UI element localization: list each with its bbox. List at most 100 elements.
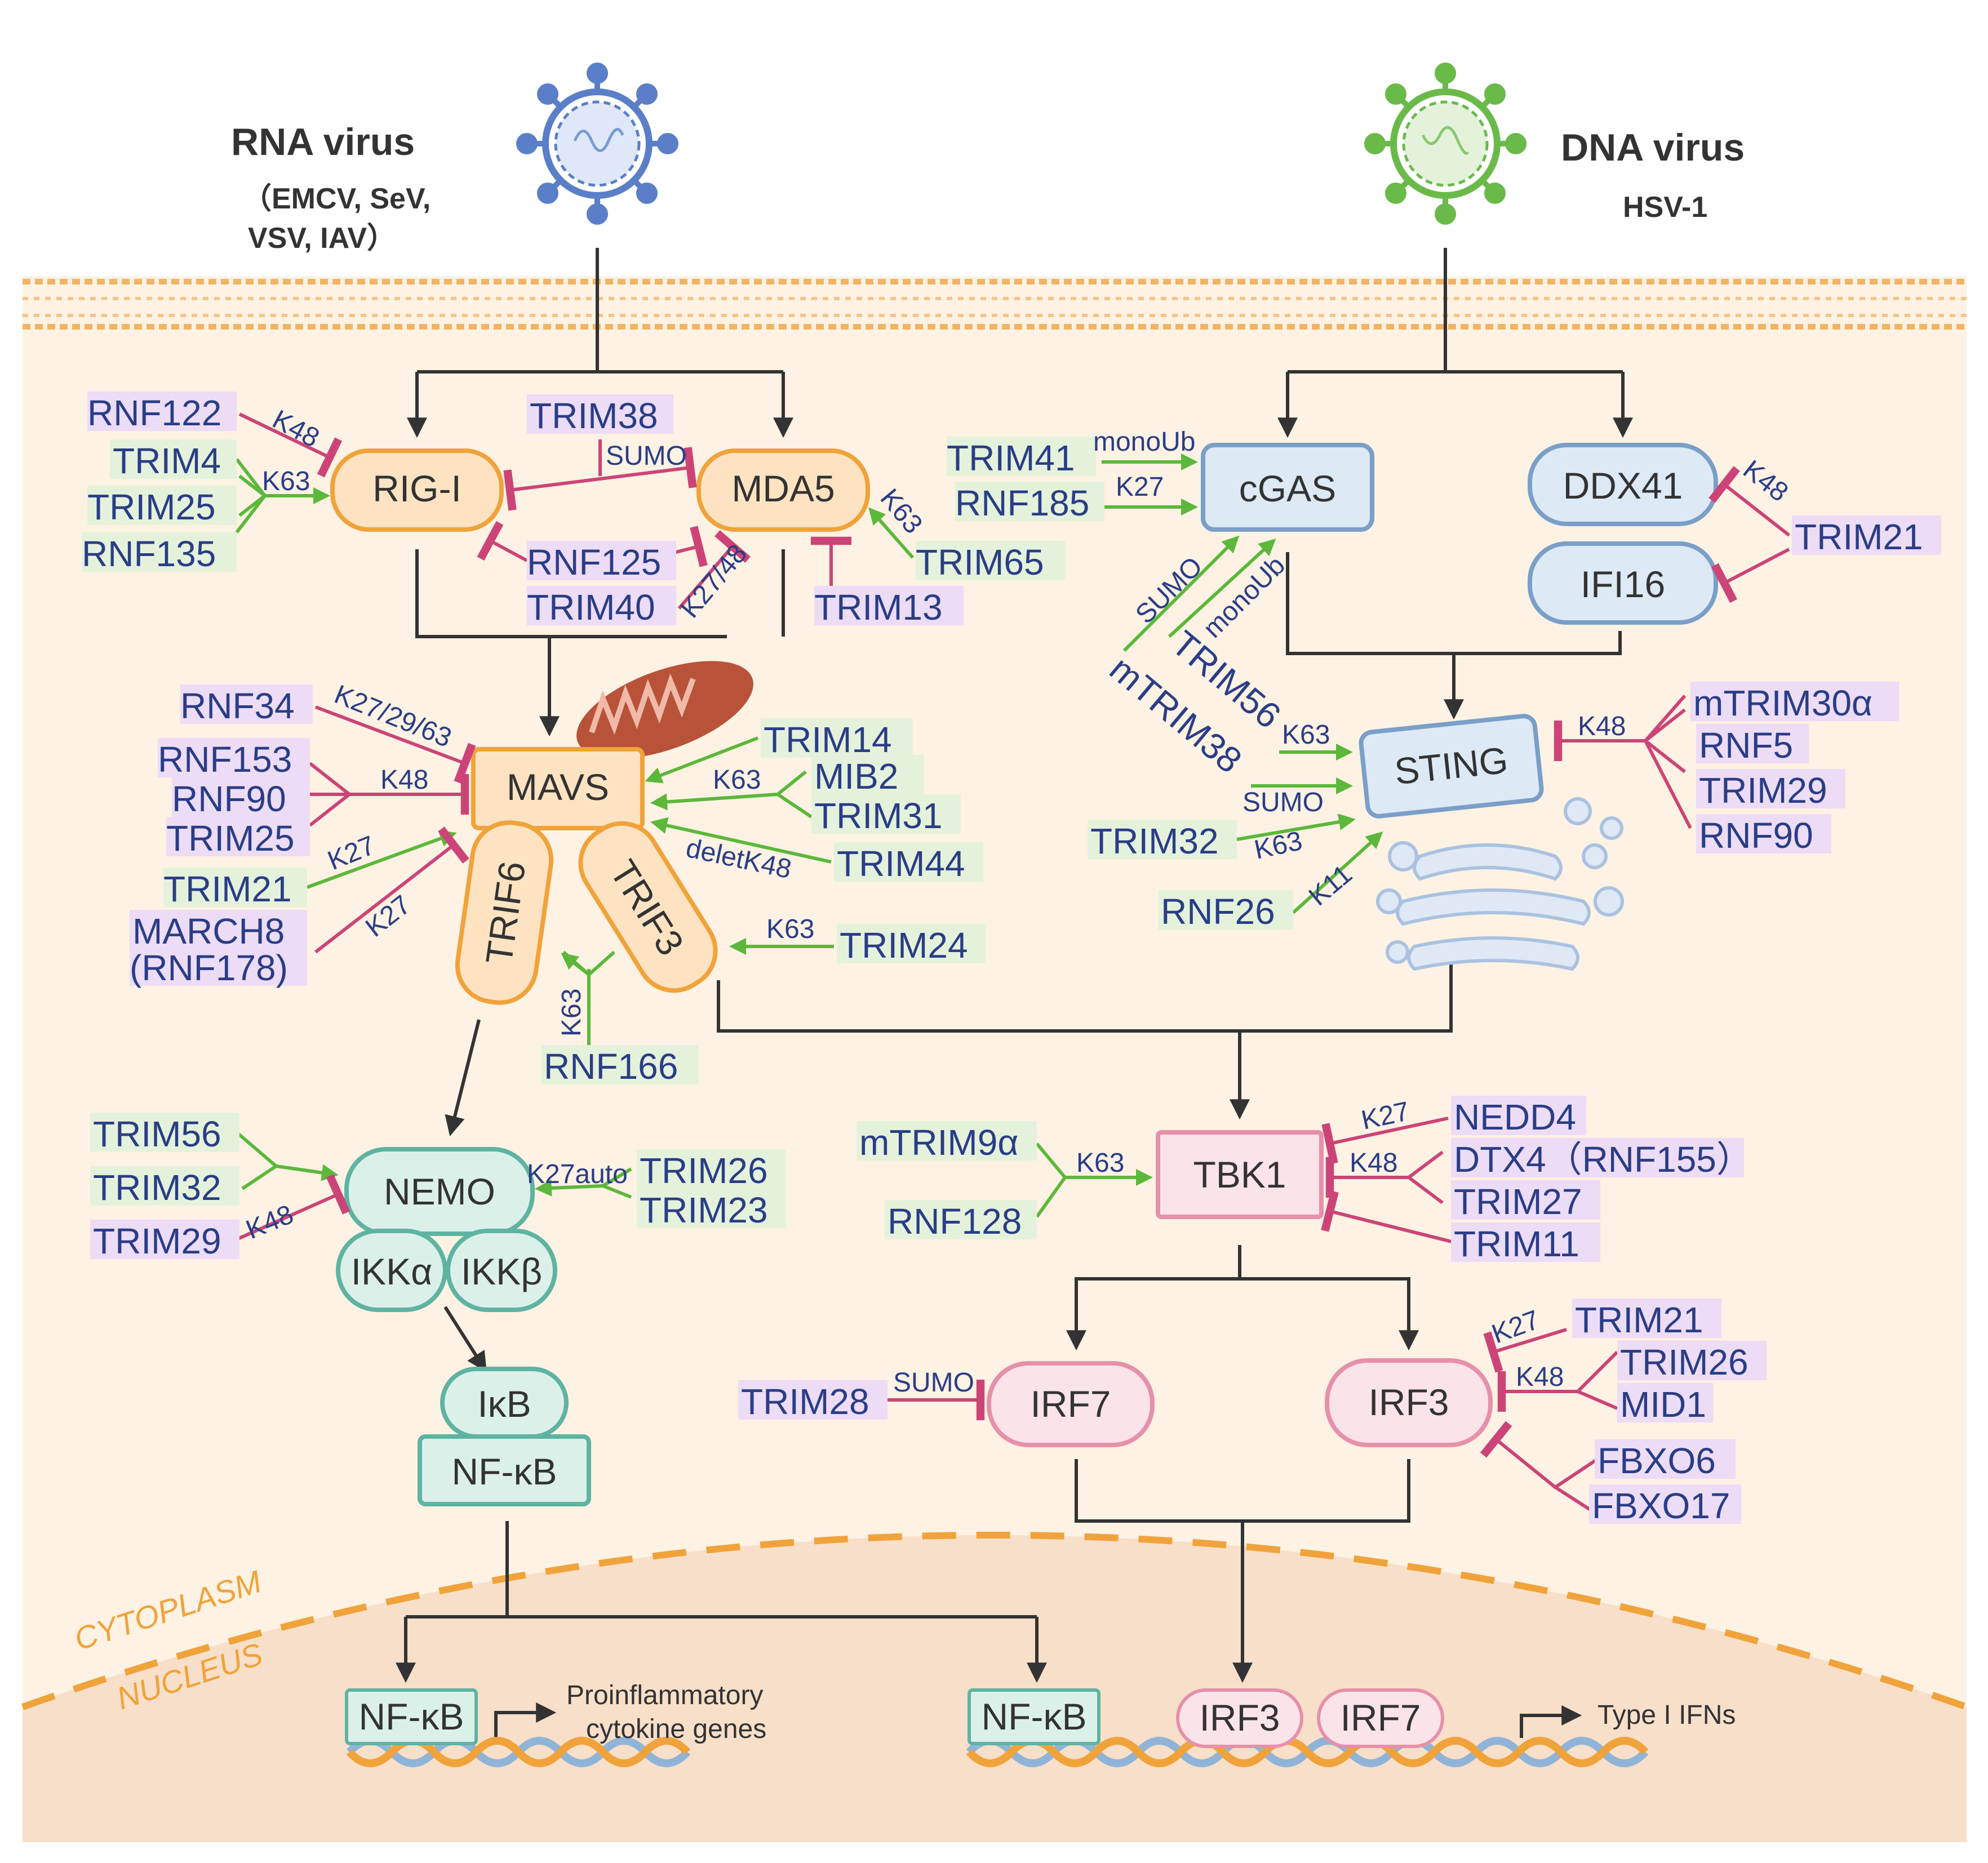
nucleus-nfkb-1 <box>345 1688 478 1745</box>
reg-trim21-mavs: TRIM21 <box>163 869 292 909</box>
reg-trim26-nemo: TRIM26 <box>640 1150 768 1191</box>
rna-virus-subtitle-2: VSV, IAV） <box>248 222 396 255</box>
ikkb-node <box>446 1229 557 1312</box>
reg-trim32-sting: TRIM32 <box>1090 821 1219 861</box>
sting-node <box>1359 714 1544 819</box>
reg-trim25-rigi: TRIM25 <box>87 487 216 527</box>
reg-rnf90-mavs: RNF90 <box>172 779 286 819</box>
mod-k63-rnf166: K63 <box>557 989 587 1037</box>
dna-virus-title: DNA virus <box>1561 126 1745 169</box>
mod-k63-tbk1: K63 <box>1076 1148 1124 1178</box>
trif3-node <box>578 821 718 993</box>
reg-trim32-nemo: TRIM32 <box>93 1167 221 1208</box>
nucleus-irf7 <box>1317 1688 1444 1748</box>
reg-trim23: TRIM23 <box>640 1190 768 1230</box>
nucleus-irf3 <box>1176 1688 1303 1748</box>
reg-rnf34: RNF34 <box>180 686 295 726</box>
dna-virus-subtitle: HSV-1 <box>1623 191 1707 224</box>
er-golgi-icon <box>1376 797 1624 971</box>
reg-trim44: TRIM44 <box>837 843 965 884</box>
reg-mtrim9a: mTRIM9α <box>859 1122 1018 1163</box>
irf7-node <box>987 1361 1155 1447</box>
rig-i-label: RIG-I <box>372 468 462 509</box>
nucleus-nfkb-2 <box>968 1688 1100 1745</box>
reg-trim21-irf3: TRIM21 <box>1575 1300 1703 1340</box>
trif6-node <box>455 820 554 1005</box>
reg-trim4: TRIM4 <box>113 441 221 481</box>
rna-virus-icon <box>516 63 678 225</box>
tbk1-node <box>1156 1130 1324 1219</box>
reg-trim38: TRIM38 <box>530 395 658 436</box>
reg-dtx4: DTX4（RNF155） <box>1454 1139 1752 1180</box>
nucleus-nfkb-1-label: NF-κB <box>359 1696 464 1737</box>
reg-trim21-ddx41: TRIM21 <box>1795 517 1923 557</box>
mod-k48-sting: K48 <box>1578 712 1626 741</box>
mda5-node <box>696 448 870 532</box>
nucleus-irf3-label: IRF3 <box>1199 1697 1280 1738</box>
irf3-node <box>1325 1358 1493 1447</box>
reg-rnf125: RNF125 <box>527 542 661 583</box>
mod-k27-rnf185: K27 <box>1116 472 1164 502</box>
reg-mib2: MIB2 <box>814 756 898 797</box>
reg-trim25-mavs: TRIM25 <box>166 818 295 859</box>
mitochondrion-icon <box>576 661 753 759</box>
mod-k63-rigi: K63 <box>262 466 310 496</box>
ikka-node <box>336 1229 447 1312</box>
proinflammatory-label-1: Proinflammatory <box>566 1680 763 1710</box>
mavs-node <box>471 747 645 830</box>
nfkb-node <box>418 1434 591 1506</box>
reg-fbxo6: FBXO6 <box>1598 1440 1716 1481</box>
rna-virus-subtitle-1: （EMCV, SeV, <box>242 183 431 215</box>
reg-mid1: MID1 <box>1620 1384 1706 1425</box>
regulator-highlights <box>82 392 1941 1524</box>
type-i-ifn-label: Type I IFNs <box>1598 1700 1736 1730</box>
reg-trim28: TRIM28 <box>741 1381 869 1422</box>
ikkb-label: IKKβ <box>461 1251 542 1292</box>
mod-k48-tbk1: K48 <box>1350 1148 1397 1178</box>
reg-trim31: TRIM31 <box>814 795 943 836</box>
reg-rnf153: RNF153 <box>158 739 292 780</box>
reg-trim26-irf3: TRIM26 <box>1620 1342 1749 1382</box>
mda5-label: MDA5 <box>731 468 835 509</box>
flow-arrows <box>396 248 1633 1738</box>
reg-trim65: TRIM65 <box>916 542 1044 583</box>
reg-rnf135: RNF135 <box>82 533 216 574</box>
reg-rnf5: RNF5 <box>1699 725 1793 766</box>
cgas-node <box>1201 443 1374 532</box>
reg-trim24: TRIM24 <box>840 925 968 966</box>
regulator-edges <box>235 412 1790 1514</box>
reg-rnf128: RNF128 <box>888 1201 1022 1242</box>
reg-nedd4: NEDD4 <box>1454 1097 1576 1137</box>
reg-trim40: TRIM40 <box>527 587 655 628</box>
mod-k63-trim24: K63 <box>766 914 814 944</box>
reg-trim29-nemo: TRIM29 <box>93 1221 221 1261</box>
mod-k48-irf3: K48 <box>1516 1362 1564 1392</box>
mod-k63-trim56: K63 <box>1282 720 1330 750</box>
reg-trim29-sting: TRIM29 <box>1699 770 1827 811</box>
reg-trim14: TRIM14 <box>764 719 892 760</box>
reg-mtrim30a: mTRIM30α <box>1693 683 1872 723</box>
ikka-label: IKKα <box>351 1251 433 1292</box>
proinflammatory-label-2: cytokine genes <box>586 1714 766 1744</box>
reg-trim13: TRIM13 <box>814 587 943 628</box>
mod-sumo-trim38: SUMO <box>606 441 687 471</box>
nucleus-irf7-label: IRF7 <box>1340 1697 1421 1738</box>
cgas-label: cGAS <box>1239 468 1336 509</box>
irf3-label: IRF3 <box>1368 1381 1449 1423</box>
mod-sumo-mtrim38: SUMO <box>1242 788 1324 817</box>
reg-rnf90-sting: RNF90 <box>1699 815 1813 856</box>
reg-rnf26: RNF26 <box>1161 891 1275 932</box>
nfkb-label: NF-κB <box>452 1451 557 1492</box>
rna-virus-title: RNA virus <box>231 121 415 163</box>
reg-trim41: TRIM41 <box>947 438 1075 478</box>
nucleus-nfkb-2-label: NF-κB <box>982 1696 1087 1737</box>
ikb-label: IκB <box>477 1383 531 1425</box>
plasma-membrane <box>23 279 1967 330</box>
reg-fbxo17: FBXO17 <box>1592 1486 1730 1526</box>
ddx41-label: DDX41 <box>1563 465 1683 506</box>
reg-trim27: TRIM27 <box>1454 1181 1582 1222</box>
mod-sumo-trim28: SUMO <box>893 1368 974 1398</box>
rig-i-node <box>330 448 504 532</box>
mavs-label: MAVS <box>507 766 609 808</box>
